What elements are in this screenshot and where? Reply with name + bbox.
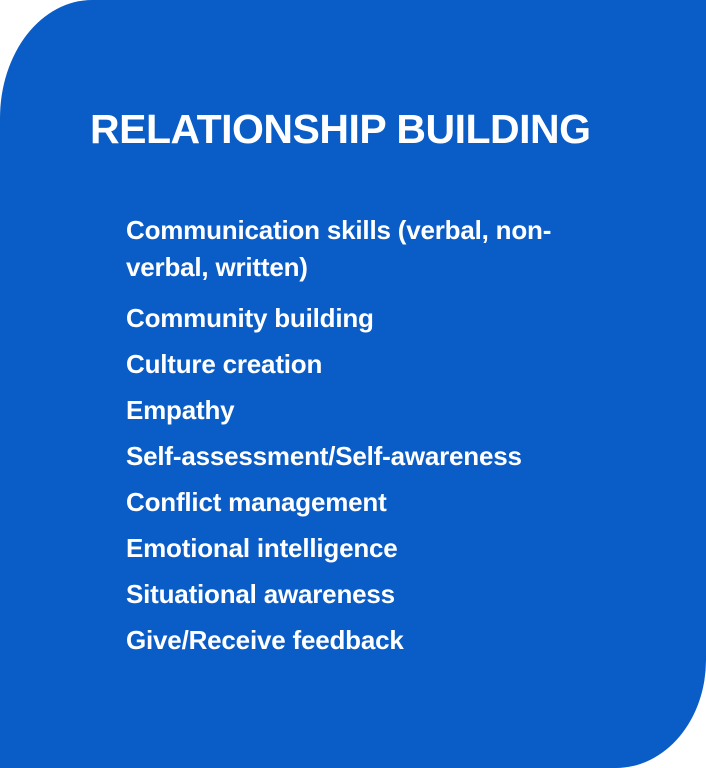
skill-item: Situational awareness <box>126 579 395 609</box>
skill-item: Give/Receive feedback <box>126 625 404 655</box>
skill-item: Culture creation <box>126 349 323 379</box>
skill-item: Self-assessment/Self-awareness <box>126 441 522 471</box>
skill-item: Emotional intelligence <box>126 533 398 563</box>
skill-item: Empathy <box>126 395 235 425</box>
skills-list: Communication skills (verbal, non-verbal… <box>126 212 596 668</box>
skill-item: Communication skills (verbal, non-verbal… <box>126 215 552 282</box>
skill-item: Conflict management <box>126 487 387 517</box>
skill-item: Community building <box>126 303 374 333</box>
card-title: RELATIONSHIP BUILDING <box>90 106 591 152</box>
